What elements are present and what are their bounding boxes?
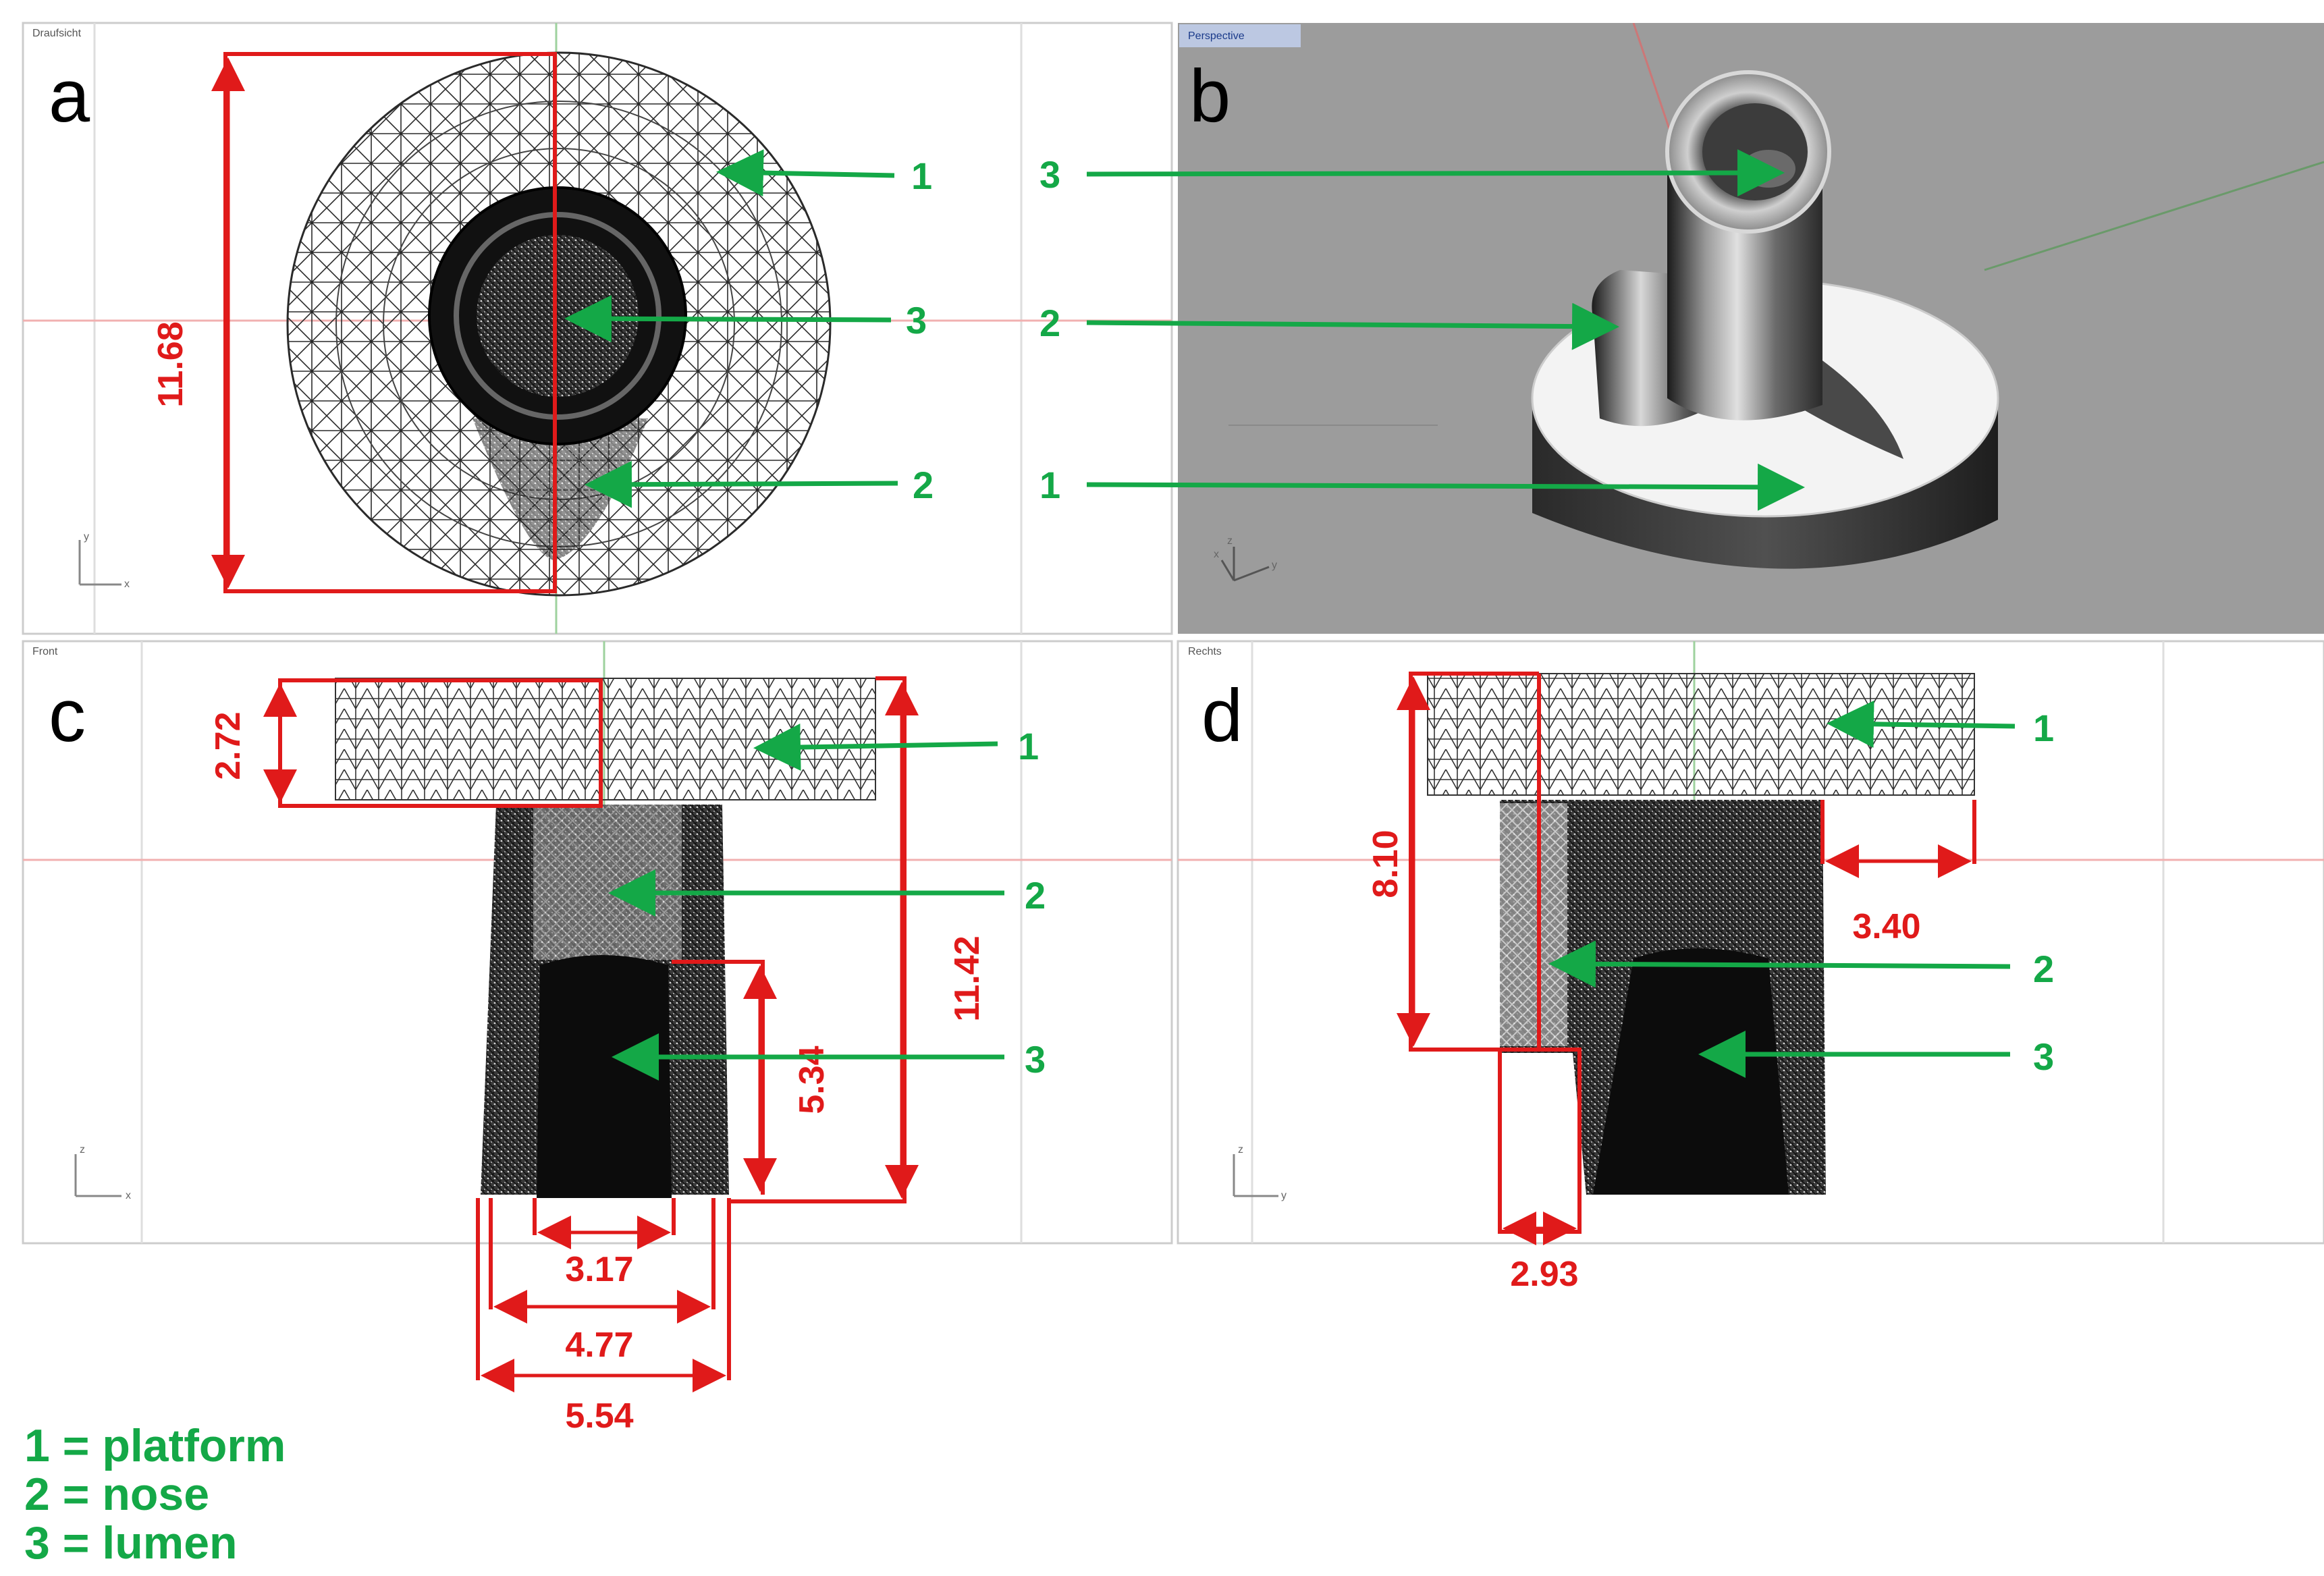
- dimension-8-10: 8.10: [1366, 672, 1566, 1052]
- callout-a-1-number: 1: [911, 155, 932, 197]
- dimension-5-54: 5.54: [476, 1198, 731, 1436]
- lumen-top-view: [428, 186, 687, 445]
- callout-d-1: 1: [1827, 700, 2054, 749]
- callout-b-2-number: 2: [1039, 302, 1060, 344]
- legend-item-lumen: 3 = lumen: [24, 1517, 238, 1569]
- callout-d-3: 3: [1698, 1031, 2054, 1078]
- dimension-label-11-42: 11.42: [948, 935, 987, 1021]
- axis-widget-c: z x: [74, 1144, 131, 1201]
- callout-d-2: 2: [1548, 940, 2054, 990]
- callout-a-2: 2: [585, 460, 934, 508]
- dimension-3-40: 3.40: [1820, 800, 1976, 946]
- callout-d-1-number: 1: [2033, 707, 2054, 749]
- callout-c-1: 1: [753, 724, 1039, 771]
- dimension-11-42: 11.42: [729, 676, 987, 1203]
- dimension-label-4-77: 4.77: [565, 1326, 633, 1365]
- platform-mesh-right-view: [1427, 673, 1975, 796]
- axis-z-label-c: z: [80, 1144, 85, 1156]
- dimension-2-93: 2.93: [1498, 1048, 1582, 1294]
- dimension-4-77: 4.77: [489, 1198, 715, 1365]
- axis-widget-a: y x: [78, 531, 130, 590]
- lumen-front-view: [537, 955, 672, 1198]
- axis-y-label-d: y: [1281, 1190, 1287, 1201]
- platform-mesh-front-view: [335, 678, 876, 800]
- panel-d: Rechts d 8.10 3.40 2.93: [1177, 640, 2324, 1294]
- axis-widget-d: z y: [1233, 1144, 1287, 1201]
- dimension-label-2-72: 2.72: [209, 711, 248, 780]
- callout-b-3: 3: [1039, 149, 1785, 197]
- legend-item-platform: 1 = platform: [24, 1420, 286, 1471]
- panel-c: Front c 2.72 11.42 5.34: [22, 640, 1173, 1436]
- callout-a-1: 1: [716, 149, 932, 197]
- callout-b-1-number: 1: [1039, 464, 1060, 506]
- callout-a-3-number: 3: [906, 299, 927, 342]
- dimension-label-2-93: 2.93: [1510, 1255, 1578, 1294]
- dimension-11-68: 11.68: [151, 52, 557, 593]
- viewport-b-title-bg: [1179, 24, 1301, 47]
- callout-c-1-number: 1: [1018, 725, 1039, 767]
- panel-b: Perspective b 3 2 1 z: [1039, 23, 2324, 634]
- callout-d-2-number: 2: [2033, 948, 2054, 990]
- panel-a: Draufsicht a 11.68 1 3: [22, 22, 1173, 635]
- callout-b-2: 2: [1039, 302, 1619, 350]
- panel-b-label: b: [1189, 55, 1231, 138]
- panel-d-label: d: [1201, 674, 1243, 757]
- dimension-label-11-68: 11.68: [151, 321, 190, 407]
- callout-d-3-number: 3: [2033, 1035, 2054, 1078]
- axis-y-label-a: y: [84, 531, 89, 543]
- dimension-2-72: 2.72: [209, 678, 603, 808]
- legend-item-nose: 2 = nose: [24, 1469, 209, 1520]
- viewport-b-title[interactable]: Perspective: [1188, 30, 1245, 42]
- panel-c-label: c: [49, 674, 86, 757]
- axis-x-label-c: x: [126, 1190, 131, 1201]
- panel-a-label: a: [49, 55, 90, 138]
- callout-c-3-number: 3: [1025, 1038, 1046, 1081]
- axis-z-label-b: z: [1227, 535, 1233, 547]
- lumen-right-view: [1593, 948, 1789, 1195]
- axis-x-label-a: x: [124, 578, 130, 590]
- dimension-label-3-17: 3.17: [565, 1250, 633, 1289]
- viewport-d-title[interactable]: Rechts: [1188, 646, 1222, 657]
- rendered-implant: [1531, 70, 1999, 569]
- dimension-label-5-54: 5.54: [565, 1396, 633, 1436]
- callout-c-3: 3: [612, 1033, 1046, 1081]
- axis-x-label-b: x: [1214, 549, 1219, 560]
- nose-top-view: [472, 418, 648, 560]
- viewport-c-title[interactable]: Front: [32, 646, 58, 657]
- callout-b-3-number: 3: [1039, 153, 1060, 196]
- legend: 1 = platform 2 = nose 3 = lumen: [24, 1420, 286, 1569]
- callout-b-1: 1: [1039, 463, 1805, 511]
- callout-c-2-number: 2: [1025, 874, 1046, 917]
- callout-c-2: 2: [608, 869, 1046, 917]
- dimension-3-17: 3.17: [533, 1198, 676, 1289]
- callout-a-2-number: 2: [913, 464, 934, 506]
- axis-z-label-d: z: [1238, 1144, 1243, 1156]
- callout-a-3: 3: [564, 295, 927, 343]
- axis-y-label-b: y: [1272, 560, 1277, 571]
- viewport-a-title[interactable]: Draufsicht: [32, 28, 82, 39]
- axis-widget-b: z y x: [1214, 535, 1277, 582]
- dimension-label-8-10: 8.10: [1366, 830, 1405, 898]
- dimension-label-3-40: 3.40: [1852, 907, 1920, 946]
